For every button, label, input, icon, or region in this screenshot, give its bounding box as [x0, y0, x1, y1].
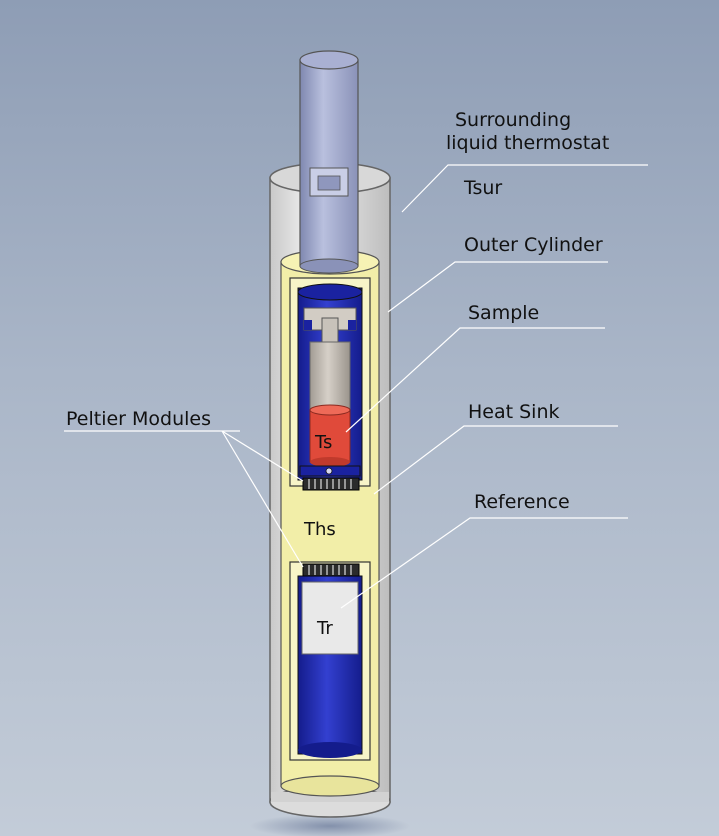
sample-liquid: [309, 409, 351, 463]
tsur-label: Tsur: [463, 177, 502, 199]
callout-peltier-lower: [221, 430, 304, 568]
callout-peltier-upper: [221, 430, 304, 482]
floor-shadow: [250, 814, 410, 836]
peltier-modules-label: Peltier Modules: [66, 408, 211, 430]
callout-lines: [64, 164, 648, 609]
callout-heat-sink: [373, 425, 618, 495]
sample-cell: [289, 277, 371, 487]
callout-surrounding: [401, 164, 648, 213]
insertion-rod: [299, 50, 359, 274]
surrounding-label-line1: Surrounding: [455, 109, 571, 131]
ths-label: Ths: [303, 519, 336, 540]
reference-label: Reference: [474, 491, 570, 513]
heat-sink-label: Heat Sink: [468, 401, 560, 423]
peltier-module-lower: [302, 563, 360, 577]
tr-label: Tr: [316, 618, 333, 639]
reference-cell: [289, 561, 371, 761]
callout-reference: [340, 517, 628, 609]
reference-block: [301, 581, 359, 655]
surrounding-label-line2: liquid thermostat: [446, 132, 609, 154]
peltier-module-upper: [302, 477, 360, 491]
sample-label: Sample: [468, 302, 539, 324]
callout-outer-cylinder: [387, 261, 608, 313]
outer-cylinder-label: Outer Cylinder: [464, 234, 603, 256]
ts-label: Ts: [314, 432, 332, 453]
callout-sample: [345, 327, 605, 433]
